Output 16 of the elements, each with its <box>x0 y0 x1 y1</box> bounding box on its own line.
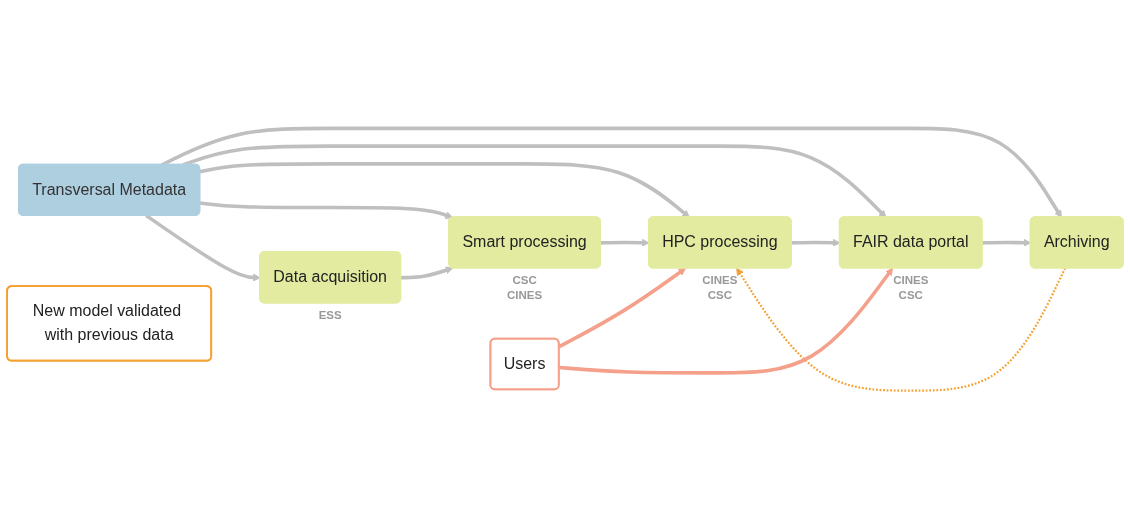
node-caption: ESS <box>318 308 342 321</box>
node-caption: CINES <box>893 273 929 286</box>
arrow <box>559 267 894 375</box>
node-caption: CSC <box>898 288 923 301</box>
arrow <box>199 201 454 219</box>
arrow <box>145 214 261 282</box>
node-caption: CINES <box>702 273 738 286</box>
arrow <box>736 267 1067 392</box>
node-caption: CINES <box>507 288 543 301</box>
arrow <box>199 162 690 218</box>
node-caption: CSC <box>707 288 733 301</box>
arrow <box>182 144 887 218</box>
arrow <box>558 267 687 349</box>
node-caption: CSC <box>512 273 537 286</box>
arrow <box>160 126 1062 218</box>
arrow <box>400 266 454 280</box>
